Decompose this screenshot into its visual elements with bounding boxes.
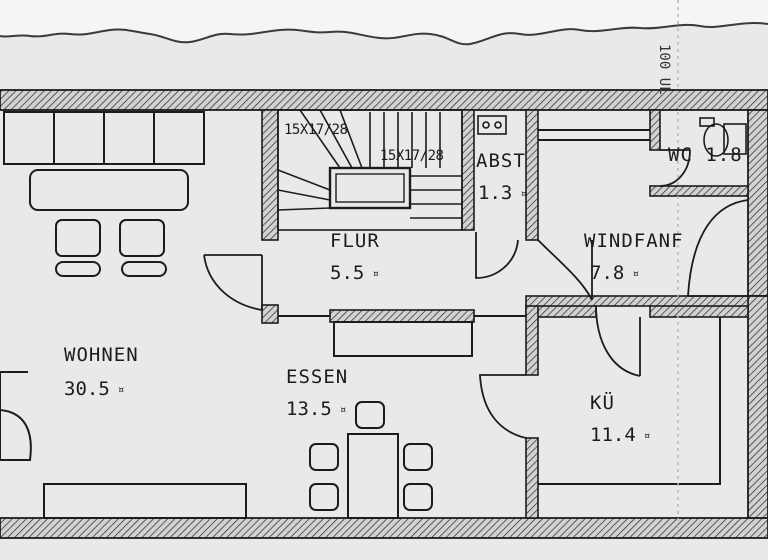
torn-paper-edge xyxy=(0,0,768,45)
area-value: 13.5 xyxy=(286,398,332,420)
footstool-left xyxy=(55,261,101,277)
area-value: 1.3 xyxy=(478,182,513,204)
dining-table xyxy=(347,433,399,519)
wall-details xyxy=(477,115,747,157)
staircase xyxy=(277,109,463,231)
wall-abst-right xyxy=(525,109,539,241)
front-door xyxy=(687,199,749,297)
wall-windfang-bottom xyxy=(525,295,749,307)
area-value: 30.5 xyxy=(64,378,110,400)
chair-right-2 xyxy=(403,483,433,511)
dining-set xyxy=(309,321,473,519)
abst-door xyxy=(475,232,519,279)
area-unit-icon: ¤ xyxy=(643,428,651,442)
kitchen-counters xyxy=(538,317,721,485)
room-name-wc: WC xyxy=(668,144,693,166)
wall-stair-right xyxy=(461,109,475,231)
area-unit-icon: ¤ xyxy=(632,266,639,280)
wall-stair-left-stub xyxy=(261,304,279,324)
chair-right-1 xyxy=(403,443,433,471)
torn-paper-edge-line xyxy=(0,22,768,46)
room-name-kueche: KÜ xyxy=(590,392,615,414)
area-value: 7.8 xyxy=(590,262,625,284)
wall-stair-left xyxy=(261,109,279,241)
room-label-wc: WC 1.8 xyxy=(668,144,743,166)
wall-bottom xyxy=(0,517,768,539)
left-door-swing xyxy=(0,371,32,461)
kitchen-door xyxy=(479,374,527,439)
room-area-wc: 1.8 xyxy=(705,144,743,166)
stair-dimension-label: 15X17/28 xyxy=(284,122,348,138)
interior-walls xyxy=(261,109,749,519)
room-area-wohnen: 30.5 ¤ xyxy=(64,378,124,401)
area-unit-icon: ¤ xyxy=(372,266,379,280)
wall-kitchen-left-lower xyxy=(525,437,539,519)
room-name-windfang: WINDFANF xyxy=(584,230,684,252)
counter xyxy=(333,321,473,357)
area-unit-icon: ¤ xyxy=(520,186,527,200)
chair-top xyxy=(355,401,385,429)
chair-left-1 xyxy=(309,443,339,471)
wall-right-upper xyxy=(747,109,768,297)
wall-kitchen-left-upper xyxy=(525,304,539,376)
area-unit-icon: ¤ xyxy=(339,402,347,416)
area-value: 11.4 xyxy=(590,424,636,446)
room-area-windfang: 7.8 ¤ xyxy=(590,262,639,285)
sideboard xyxy=(43,483,247,519)
sofa xyxy=(29,169,189,211)
windfang-door xyxy=(537,239,593,301)
flur-entry-door xyxy=(203,254,263,311)
area-unit-icon: ¤ xyxy=(117,382,125,396)
door-swings xyxy=(203,149,749,439)
room-area-essen: 13.5 ¤ xyxy=(286,398,346,421)
wall-wc-bottom xyxy=(649,185,749,197)
room-name-abst: ABST xyxy=(476,150,526,172)
margin-note: 100 UL xyxy=(656,44,672,95)
room-area-kueche: 11.4 ¤ xyxy=(590,424,650,447)
thin-partitions xyxy=(278,129,650,317)
armchair-right xyxy=(119,219,165,257)
chair-left-2 xyxy=(309,483,339,511)
wall-flur-essen xyxy=(329,309,475,323)
room-name-flur: FLUR xyxy=(330,230,380,252)
wall-top xyxy=(0,89,768,111)
room-area-abst: 1.3 ¤ xyxy=(478,182,527,205)
room-name-essen: ESSEN xyxy=(286,366,349,388)
armchair-left xyxy=(55,219,101,257)
footstool-right xyxy=(121,261,167,277)
stair-dimension-label: 15X17/28 xyxy=(380,148,444,164)
wall-wc-left xyxy=(649,109,661,151)
wc-door xyxy=(659,149,691,187)
area-value: 5.5 xyxy=(330,262,365,284)
living-room-furniture xyxy=(0,111,247,519)
wall-right-lower xyxy=(747,295,768,519)
wc-toilet xyxy=(723,123,747,155)
room-area-flur: 5.5 ¤ xyxy=(330,262,379,285)
room-name-wohnen: WOHNEN xyxy=(64,344,139,366)
kitchen-door-upper xyxy=(595,304,641,377)
